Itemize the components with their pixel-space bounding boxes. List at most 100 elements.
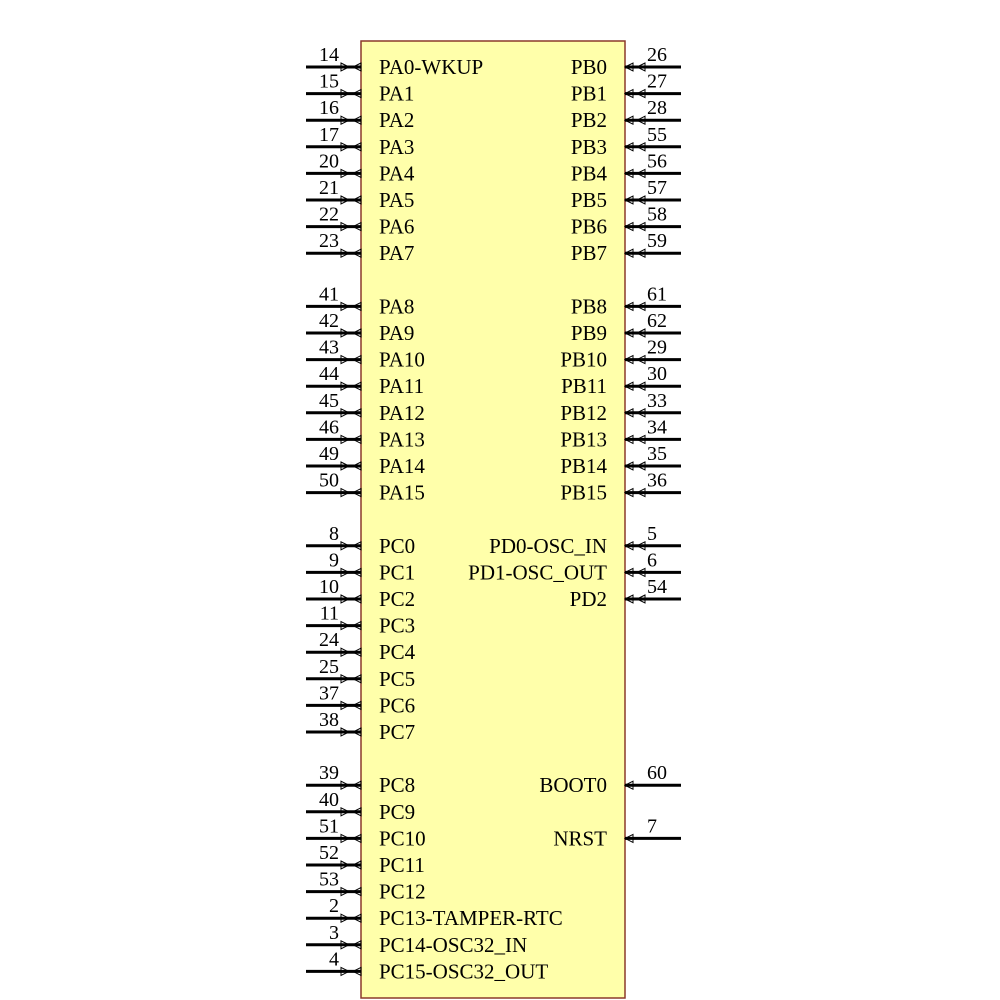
pin-number: 23 <box>319 230 339 252</box>
pin-io-arrow <box>340 567 362 578</box>
right-pin-group: 26PB027PB128PB255PB356PB457PB558PB659PB7… <box>468 44 681 850</box>
pin-io-arrow <box>623 567 646 578</box>
pin-io-arrow <box>340 62 362 72</box>
pin-label: PC2 <box>379 587 415 611</box>
pin-io-arrow <box>340 860 362 870</box>
pin-number: 16 <box>319 97 339 119</box>
pin-label: PB9 <box>571 321 607 345</box>
pin-number: 10 <box>319 576 339 598</box>
pin-label: PB1 <box>571 82 607 106</box>
pin-io-arrow <box>623 434 646 445</box>
pin-label: PA4 <box>379 161 415 185</box>
pin-number: 11 <box>320 603 339 625</box>
pin-label: PC9 <box>379 800 415 824</box>
pin-io-arrow <box>340 620 362 631</box>
pin-io-arrow <box>340 195 362 205</box>
pin-io-arrow <box>623 195 646 205</box>
pin-label: PC6 <box>379 693 415 717</box>
pin-label: PD0-OSC_IN <box>489 534 607 558</box>
pin-label: PB7 <box>571 241 607 265</box>
pin-label: PA5 <box>379 188 414 212</box>
pin-io-arrow <box>623 487 646 498</box>
pin-label: PA11 <box>379 374 424 398</box>
pin-io-arrow <box>623 301 646 312</box>
pin-number: 36 <box>647 470 667 492</box>
pin-label: PA9 <box>379 321 414 345</box>
pin-label: PA8 <box>379 294 414 318</box>
pin-io-arrow <box>340 301 362 312</box>
pin-label: PA10 <box>379 348 425 372</box>
pin-number: 6 <box>647 549 657 571</box>
pin-number: 22 <box>319 204 339 226</box>
pin-number: 24 <box>319 629 339 651</box>
pin-label: PD1-OSC_OUT <box>468 560 607 584</box>
pin-number: 14 <box>319 44 339 66</box>
pin-io-arrow <box>340 540 362 551</box>
pin-label: PA12 <box>379 401 425 425</box>
pin-io-arrow <box>340 594 362 604</box>
pin-io-arrow <box>623 62 646 72</box>
pin-label: PC3 <box>379 614 415 638</box>
pin-label: PC0 <box>379 534 415 558</box>
pin-number: 61 <box>647 283 667 305</box>
pin-label: PD2 <box>570 587 607 611</box>
pin-number: 62 <box>647 310 667 332</box>
pin-io-arrow <box>623 328 646 338</box>
pin-number: 3 <box>329 922 339 944</box>
pin-number: 56 <box>647 150 667 172</box>
pin-io-arrow <box>340 939 362 950</box>
pin-number: 8 <box>329 523 339 545</box>
pin-number: 60 <box>647 762 667 784</box>
pin-io-arrow <box>340 88 362 99</box>
pin-label: PC8 <box>379 773 415 797</box>
pin-label: PC13-TAMPER-RTC <box>379 906 563 930</box>
pin-number: 9 <box>329 549 339 571</box>
pin-io-arrow <box>623 407 646 418</box>
pin-label: PB2 <box>571 108 607 132</box>
pin-io-arrow <box>340 966 362 977</box>
pin-label: PC10 <box>379 826 426 850</box>
pin-io-arrow <box>340 354 362 365</box>
pin-label: NRST <box>553 826 607 850</box>
pin-io-arrow <box>340 700 362 711</box>
pin-number: 51 <box>319 815 339 837</box>
pin-number: 26 <box>647 44 667 66</box>
pin-number: 52 <box>319 842 339 864</box>
pin-io-arrow <box>623 461 646 471</box>
pin-label: PB13 <box>560 427 607 451</box>
pin-io-arrow <box>340 115 362 126</box>
pin-io-arrow <box>340 248 362 259</box>
pin-number: 41 <box>319 283 339 305</box>
pin-label: PC14-OSC32_IN <box>379 933 527 957</box>
pin-io-arrow <box>340 833 362 844</box>
pin-io-arrow <box>623 88 646 99</box>
pin-number: 30 <box>647 363 667 385</box>
pin-number: 34 <box>647 416 667 438</box>
pin-number: 59 <box>647 230 667 252</box>
